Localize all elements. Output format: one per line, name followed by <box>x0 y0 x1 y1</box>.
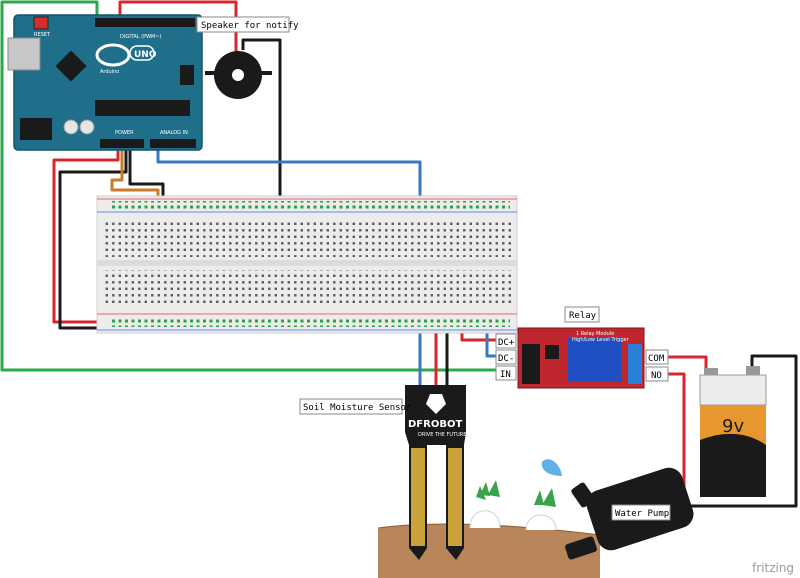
icsp-header <box>180 65 194 85</box>
speaker-buzzer <box>205 51 272 99</box>
breadboard-bottom-rail <box>110 318 510 327</box>
wire-orange-rail <box>110 140 160 202</box>
label-relay-text: Relay <box>569 311 597 321</box>
relay-pin-no: NO <box>645 366 669 382</box>
small-chip <box>55 50 87 82</box>
relay-pin-dcplus: DC+ <box>495 333 517 349</box>
breadboard <box>96 195 518 334</box>
relay-cube <box>568 338 622 382</box>
label-soil-sensor-text: Soil Moisture Sensor <box>303 403 412 413</box>
relay-pin-dcplus-text: DC+ <box>498 338 515 348</box>
plant-left <box>469 480 501 529</box>
relay-pin-in: IN <box>495 365 517 381</box>
capacitor-left <box>63 119 79 135</box>
label-speaker-text: Speaker for notify <box>201 21 299 31</box>
wire-green-signal <box>0 0 496 372</box>
relay-module: 1 Relay Module High/Low Level Trigger <box>517 327 645 389</box>
breadboard-top-rail <box>110 201 510 210</box>
battery-9v: 9v <box>699 366 767 497</box>
sensor-brand-text: DFROBOT <box>408 419 462 430</box>
wire-red-com <box>668 355 708 375</box>
relay-board-title: 1 Relay Module <box>576 331 614 337</box>
label-soil-sensor: Soil Moisture Sensor <box>299 398 412 415</box>
wire-black-battery <box>690 354 798 508</box>
relay-board-subtitle: High/Low Level Trigger <box>572 337 630 343</box>
plant-right <box>525 488 557 531</box>
battery-voltage-text: 9v <box>722 416 744 437</box>
reset-button <box>33 16 49 30</box>
relay-pin-com-text: COM <box>648 354 665 364</box>
digital-header <box>95 18 195 27</box>
arduino-uno-board: RESET DIGITAL (PWM~) UNO Arduino POWER A… <box>7 14 203 151</box>
breadboard-upper-terminal <box>104 222 512 257</box>
wire-black-gnd <box>58 140 128 330</box>
analog-label: ANALOG IN <box>160 130 188 136</box>
reset-label: RESET <box>34 32 51 38</box>
label-water-pump: Water Pump <box>611 504 671 521</box>
relay-pin-dcminus-text: DC- <box>498 354 514 364</box>
capacitor-right <box>79 119 95 135</box>
relay-pin-com: COM <box>645 349 669 365</box>
relay-pin-dcminus: DC- <box>495 349 517 365</box>
water-drop-icon <box>541 459 562 476</box>
power-header <box>100 139 144 148</box>
label-water-pump-text: Water Pump <box>615 509 669 519</box>
relay-pin-in-text: IN <box>500 370 511 380</box>
wire-black-rail <box>128 140 165 202</box>
digital-label: DIGITAL (PWM~) <box>120 34 162 40</box>
breadboard-lower-terminal <box>104 270 512 305</box>
label-speaker: Speaker for notify <box>196 16 299 33</box>
arduino-model-text: UNO <box>134 50 157 60</box>
wire-black-speaker <box>241 38 282 200</box>
fritzing-watermark: fritzing <box>752 561 794 575</box>
label-relay: Relay <box>564 306 600 323</box>
pump-inlet <box>565 536 597 560</box>
soil-moisture-sensor: DFROBOT DRIVE THE FUTURE <box>405 385 466 560</box>
power-label: POWER <box>115 130 134 136</box>
wire-red-5v <box>52 140 120 324</box>
atmega-chip <box>95 100 190 116</box>
relay-pin-no-text: NO <box>651 371 662 381</box>
analog-header <box>150 139 196 148</box>
power-jack <box>20 118 52 140</box>
arduino-brand-text: Arduino <box>100 69 119 75</box>
arduino-logo-icon <box>95 43 131 67</box>
usb-port <box>7 37 41 71</box>
sensor-tagline-text: DRIVE THE FUTURE <box>418 432 466 438</box>
